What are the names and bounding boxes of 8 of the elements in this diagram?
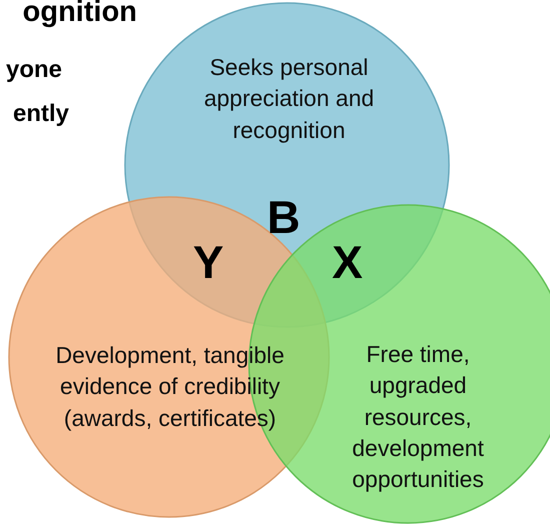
side-text: ently xyxy=(12,100,69,129)
side-text: yone xyxy=(6,56,62,85)
region-letter: Y xyxy=(193,235,224,290)
title: ognition xyxy=(22,0,137,29)
region-letter: B xyxy=(267,190,300,245)
circle-text: Free time, upgraded resources, development opportunities xyxy=(351,340,485,494)
region-letter: X xyxy=(332,235,363,290)
circle-text: Seeks personal appreciation and recognition xyxy=(202,53,376,145)
